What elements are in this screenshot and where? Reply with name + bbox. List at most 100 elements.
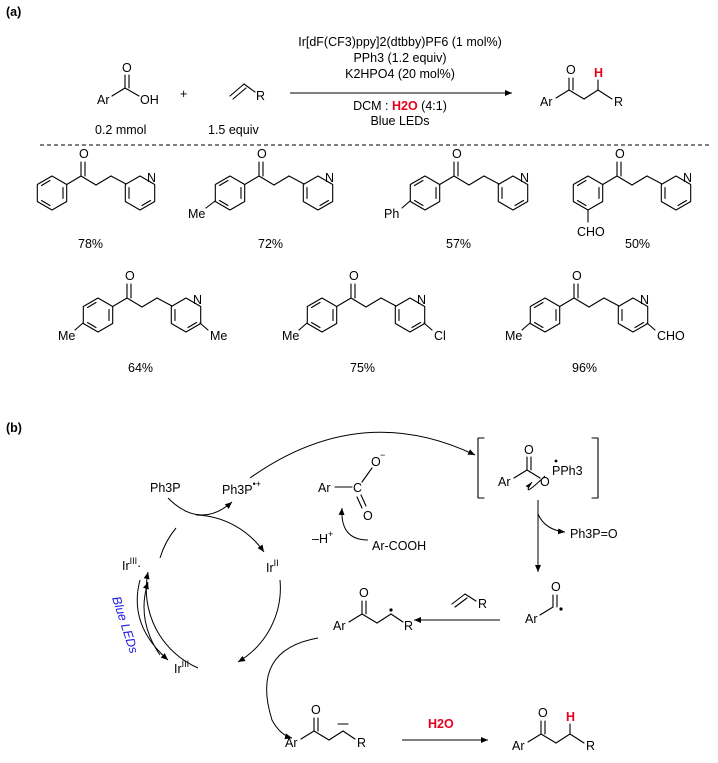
svg-text:N: N bbox=[147, 171, 156, 185]
product-78: O N 78% bbox=[36, 147, 156, 251]
svg-text:R: R bbox=[404, 619, 413, 633]
svg-text:H: H bbox=[566, 710, 575, 724]
svg-text:Ar: Ar bbox=[333, 619, 346, 633]
svg-text:Cl: Cl bbox=[434, 329, 446, 343]
svg-text:Me: Me bbox=[188, 207, 205, 221]
ir-iii-excited: IrIII· bbox=[122, 556, 141, 573]
svg-text:O: O bbox=[371, 455, 381, 469]
svg-text:50%: 50% bbox=[625, 237, 650, 251]
svg-text:O: O bbox=[615, 147, 625, 161]
svg-text:O: O bbox=[257, 147, 267, 161]
product-72: Me O N 72% bbox=[188, 147, 334, 251]
svg-text:Ar: Ar bbox=[285, 736, 298, 750]
svg-text:O: O bbox=[359, 586, 369, 600]
solvent-text: DCM : H2O (4:1) bbox=[353, 99, 447, 113]
acid-amount: 0.2 mmol bbox=[95, 123, 146, 137]
svg-text:O: O bbox=[540, 475, 550, 489]
panel-a-label: (a) bbox=[6, 5, 21, 19]
svg-text:R: R bbox=[586, 739, 595, 753]
svg-text:Ar: Ar bbox=[498, 475, 511, 489]
ph3po-label: Ph3P=O bbox=[570, 527, 618, 541]
svg-text:N: N bbox=[193, 293, 202, 307]
svg-text:O: O bbox=[572, 269, 582, 283]
ir-ii: IrII bbox=[266, 558, 279, 575]
svg-text:Ar: Ar bbox=[512, 739, 525, 753]
svg-text:R: R bbox=[357, 736, 366, 750]
acid-o-label: O bbox=[122, 61, 132, 75]
svg-text:N: N bbox=[417, 293, 426, 307]
water-label: H2O bbox=[428, 717, 454, 731]
svg-text:N: N bbox=[520, 171, 529, 185]
ir-iii: IrIII bbox=[174, 659, 189, 676]
base-text: K2HPO4 (20 mol%) bbox=[345, 67, 455, 81]
phosphine-text: PPh3 (1.2 equiv) bbox=[353, 51, 446, 65]
svg-text:57%: 57% bbox=[446, 237, 471, 251]
blue-leds-label: Blue LEDs bbox=[109, 595, 141, 655]
carboxylate-anion: Ar C O − O bbox=[318, 450, 385, 523]
svg-text:Me: Me bbox=[58, 329, 75, 343]
minus-h-label: –H+ bbox=[312, 529, 333, 546]
svg-text:75%: 75% bbox=[350, 361, 375, 375]
svg-text:PPh3: PPh3 bbox=[552, 464, 583, 478]
svg-text:Ph3P•+: Ph3P•+ bbox=[222, 479, 261, 497]
product-57: Ph O N 57% bbox=[384, 147, 529, 251]
acid-oh-label: OH bbox=[140, 93, 159, 107]
svg-text:O: O bbox=[79, 147, 89, 161]
svg-text:64%: 64% bbox=[128, 361, 153, 375]
svg-text:N: N bbox=[683, 171, 692, 185]
acid-ar-label: Ar bbox=[97, 93, 110, 107]
product-96: Me O N CHO 96% bbox=[505, 269, 685, 375]
svg-text:Ar: Ar bbox=[525, 612, 538, 626]
panel-b-label: (b) bbox=[6, 421, 22, 435]
alkene-addition: R bbox=[414, 593, 500, 623]
plus-sign: + bbox=[180, 87, 187, 101]
svg-text:O: O bbox=[452, 147, 462, 161]
svg-text:CHO: CHO bbox=[577, 225, 605, 239]
svg-text:C: C bbox=[353, 481, 362, 495]
reaction-conditions: Ir[dF(CF3)ppy]2(dtbby)PF6 (1 mol%) PPh3 … bbox=[290, 35, 512, 128]
svg-text:CHO: CHO bbox=[657, 329, 685, 343]
svg-text:N: N bbox=[640, 293, 649, 307]
svg-text:Ph3P: Ph3P bbox=[150, 481, 181, 495]
radical-adduct: Ar O R bbox=[333, 586, 413, 633]
reactant-alkene: R 1.5 equiv bbox=[208, 83, 265, 137]
svg-text:O: O bbox=[551, 580, 561, 594]
reactant-carboxylic-acid: Ar O OH 0.2 mmol bbox=[95, 61, 159, 137]
svg-text:O: O bbox=[524, 443, 534, 457]
svg-text:Ar: Ar bbox=[318, 481, 331, 495]
svg-text:O: O bbox=[538, 706, 548, 720]
svg-text:Me: Me bbox=[505, 329, 522, 343]
svg-text:O: O bbox=[566, 63, 576, 77]
product-ketone: Ar O H R bbox=[540, 63, 623, 109]
svg-text:Me: Me bbox=[210, 329, 227, 343]
carbanion: Ar O R bbox=[285, 703, 366, 750]
acyl-radical: Ar O bbox=[525, 580, 563, 626]
svg-text:R: R bbox=[478, 597, 487, 611]
svg-text:H: H bbox=[594, 66, 603, 80]
product-50: CHO O N 50% bbox=[572, 147, 692, 251]
svg-text:Ph: Ph bbox=[384, 207, 399, 221]
ar-cooh-label: Ar-COOH bbox=[372, 539, 426, 553]
product-64: Me O N Me 64% bbox=[58, 269, 227, 375]
svg-text:O: O bbox=[125, 269, 135, 283]
phosphine-oxidation: Ph3P Ph3P•+ bbox=[150, 479, 261, 516]
svg-text:72%: 72% bbox=[258, 237, 283, 251]
catalyst-text: Ir[dF(CF3)ppy]2(dtbby)PF6 (1 mol%) bbox=[298, 35, 502, 49]
svg-text:Me: Me bbox=[282, 329, 299, 343]
phosphoranyl-radical: Ar O O PPh3 bbox=[477, 437, 599, 499]
svg-text:O: O bbox=[311, 703, 321, 717]
light-text: Blue LEDs bbox=[370, 114, 429, 128]
svg-text:−: − bbox=[380, 450, 385, 460]
svg-text:96%: 96% bbox=[572, 361, 597, 375]
svg-text:R: R bbox=[614, 95, 623, 109]
alkene-r-label: R bbox=[256, 89, 265, 103]
svg-text:O: O bbox=[349, 269, 359, 283]
svg-text:Ar: Ar bbox=[540, 95, 553, 109]
iridium-cycle: IrIII· IrII IrIII Blue LEDs bbox=[109, 514, 281, 676]
svg-text:78%: 78% bbox=[78, 237, 103, 251]
svg-text:N: N bbox=[325, 171, 334, 185]
svg-text:O: O bbox=[363, 509, 373, 523]
product-75: Me O N Cl 75% bbox=[282, 269, 446, 375]
alkene-amount: 1.5 equiv bbox=[208, 123, 259, 137]
